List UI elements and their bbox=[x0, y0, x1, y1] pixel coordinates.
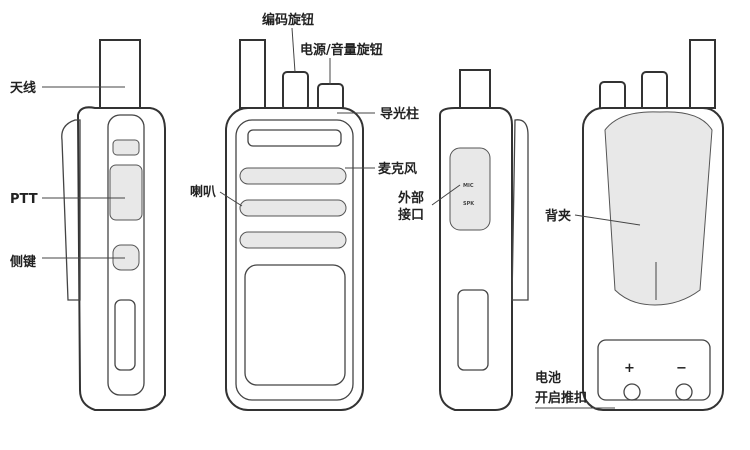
label-speaker: 喇叭 bbox=[190, 184, 216, 200]
battery-plus-mark: + bbox=[624, 361, 635, 376]
belt-clip bbox=[604, 111, 713, 306]
mic-mark: MIC bbox=[463, 183, 474, 189]
antenna-left bbox=[99, 39, 141, 111]
label-battery-latch-1: 电池 bbox=[535, 370, 561, 386]
label-channel-knob: 编码旋钮 bbox=[262, 12, 314, 28]
clip-left bbox=[61, 119, 81, 301]
side-view-right: MIC SPK bbox=[439, 69, 529, 411]
battery-minus-mark: − bbox=[676, 361, 687, 376]
label-belt-clip: 背夹 bbox=[545, 208, 571, 224]
body-front bbox=[225, 107, 364, 411]
channel-knob bbox=[282, 71, 309, 111]
label-power-volume-knob: 电源/音量旋钮 bbox=[300, 42, 383, 58]
label-ptt: PTT bbox=[10, 192, 38, 207]
front-view bbox=[225, 39, 364, 411]
speaker-grille-3 bbox=[239, 231, 347, 249]
side-view-left bbox=[61, 39, 166, 411]
spk-mark: SPK bbox=[463, 201, 475, 207]
speaker-grille-1 bbox=[239, 167, 347, 185]
external-port-cover bbox=[449, 147, 491, 231]
label-battery-latch-2: 开启推扣 bbox=[535, 390, 587, 406]
label-side-key: 侧键 bbox=[10, 254, 36, 270]
label-antenna: 天线 bbox=[10, 80, 36, 96]
speaker-grille-2 bbox=[239, 199, 347, 217]
label-microphone: 麦克风 bbox=[378, 161, 417, 177]
label-external-port-1: 外部 bbox=[397, 190, 424, 206]
label-light-pipe: 导光柱 bbox=[380, 106, 419, 122]
label-external-port-2: 接口 bbox=[398, 207, 424, 223]
ptt-button bbox=[109, 164, 143, 221]
back-view: + − bbox=[582, 39, 724, 411]
